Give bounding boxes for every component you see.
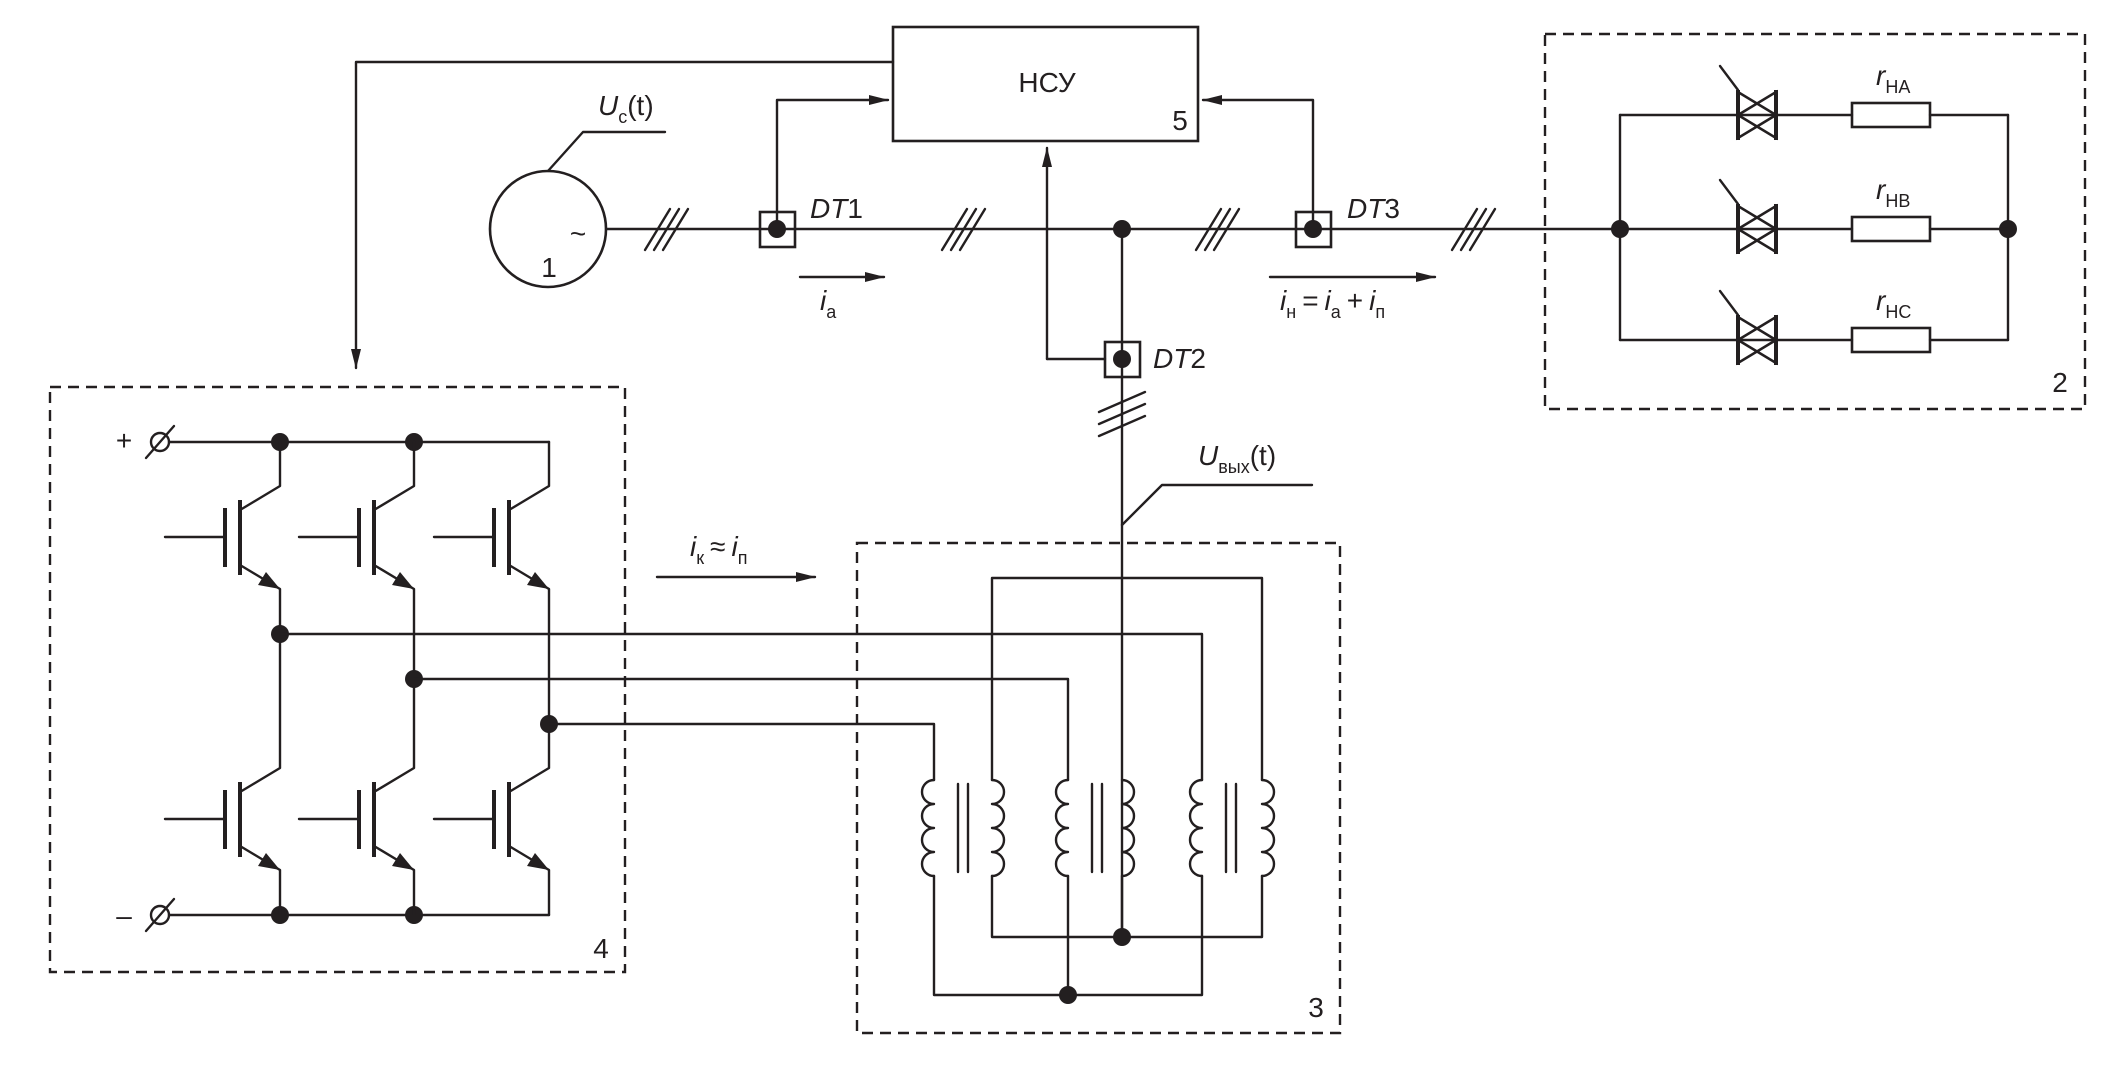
load-branch-a: rНА [1618,60,2010,141]
resistor-b-label: rНВ [1876,174,1910,211]
resistor-b [1850,215,1932,243]
controller-block: НСУ 5 [891,25,1200,143]
sensor-dt3-label: DT3 [1347,193,1400,224]
inverter-block-number: 4 [593,933,609,964]
load-block: 2 rНА [1543,32,2087,411]
igbt-upper-a-icon [163,500,280,589]
igbt-lower-a-icon [163,782,280,870]
igbt-lower-c-icon [432,782,549,870]
current-comp: iк≈iп [655,531,817,582]
sensor-dt1: DT1 [758,193,863,249]
transformer-block-number: 3 [1308,992,1324,1023]
transformer-phase-b-icon [1054,778,1136,878]
source-symbol: ~ [570,218,586,249]
sensor-dt2: DT2 [1045,340,1206,379]
load-branch-c: rНС [1618,285,2010,366]
current-load: iн=iа+iп [1268,272,1437,322]
ac-source: ~ 1 Uс(t) [488,90,667,289]
triac-c-icon [1718,289,1779,366]
three-phase-ticks [643,207,1497,438]
sensor-dt3: DT3 [1294,193,1400,249]
output-voltage-label: Uвых(t) [1198,440,1276,477]
dc-minus-label: – [116,900,132,931]
source-number: 1 [541,252,557,283]
controller-number: 5 [1172,105,1188,136]
igbt-lower-b-icon [297,782,414,870]
igbt-upper-b-icon [297,500,414,589]
dc-plus-label: + [116,425,132,456]
sensor-dt2-label: DT2 [1153,343,1206,374]
output-voltage: Uвых(t) [1120,440,1314,527]
resistor-a-label: rНА [1876,60,1910,97]
controller-label: НСУ [1018,67,1076,98]
transformer-block: 3 [855,541,1342,1035]
load-block-number: 2 [2052,367,2068,398]
transformer-phase-c-icon [1188,778,1276,878]
triac-a-icon [1718,64,1779,141]
triac-b-icon [1718,178,1779,255]
load-branch-b: rНВ [1618,174,2010,255]
control-wires [351,60,1315,370]
resistor-c [1850,326,1932,354]
phase-feeds [278,632,1204,782]
main-bus [604,207,1622,939]
resistor-c-label: rНС [1876,285,1911,322]
current-ia: iа [798,272,886,322]
current-comp-label: iк≈iп [690,531,747,568]
sensor-dt1-label: DT1 [810,193,863,224]
igbt-upper-c-icon [432,500,549,589]
source-voltage-label: Uс(t) [598,90,654,127]
resistor-a [1850,101,1932,129]
transformer-phase-a-icon [920,778,1006,878]
current-load-label: iн=iа+iп [1280,285,1385,322]
current-ia-label: iа [820,285,837,322]
